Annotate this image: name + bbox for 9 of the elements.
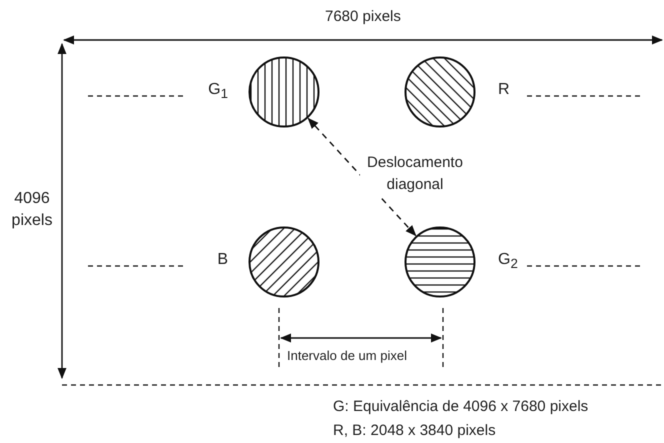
circle-label: G$_{2}$ xyxy=(498,251,518,272)
circle-label: G$_{1}$ xyxy=(208,81,228,102)
dimension-label: 7680 pixels xyxy=(325,8,401,25)
dimension-label: 4096 pixels xyxy=(10,189,54,231)
note-text: G: Equivalência de 4096 x 7680 pixels xyxy=(333,398,588,415)
dimension-label: Intervalo de um pixel xyxy=(287,348,407,363)
note-text: R, B: 2048 x 3840 pixels xyxy=(333,422,496,439)
circle-label: R xyxy=(498,81,510,99)
circle-label: B xyxy=(217,251,228,269)
